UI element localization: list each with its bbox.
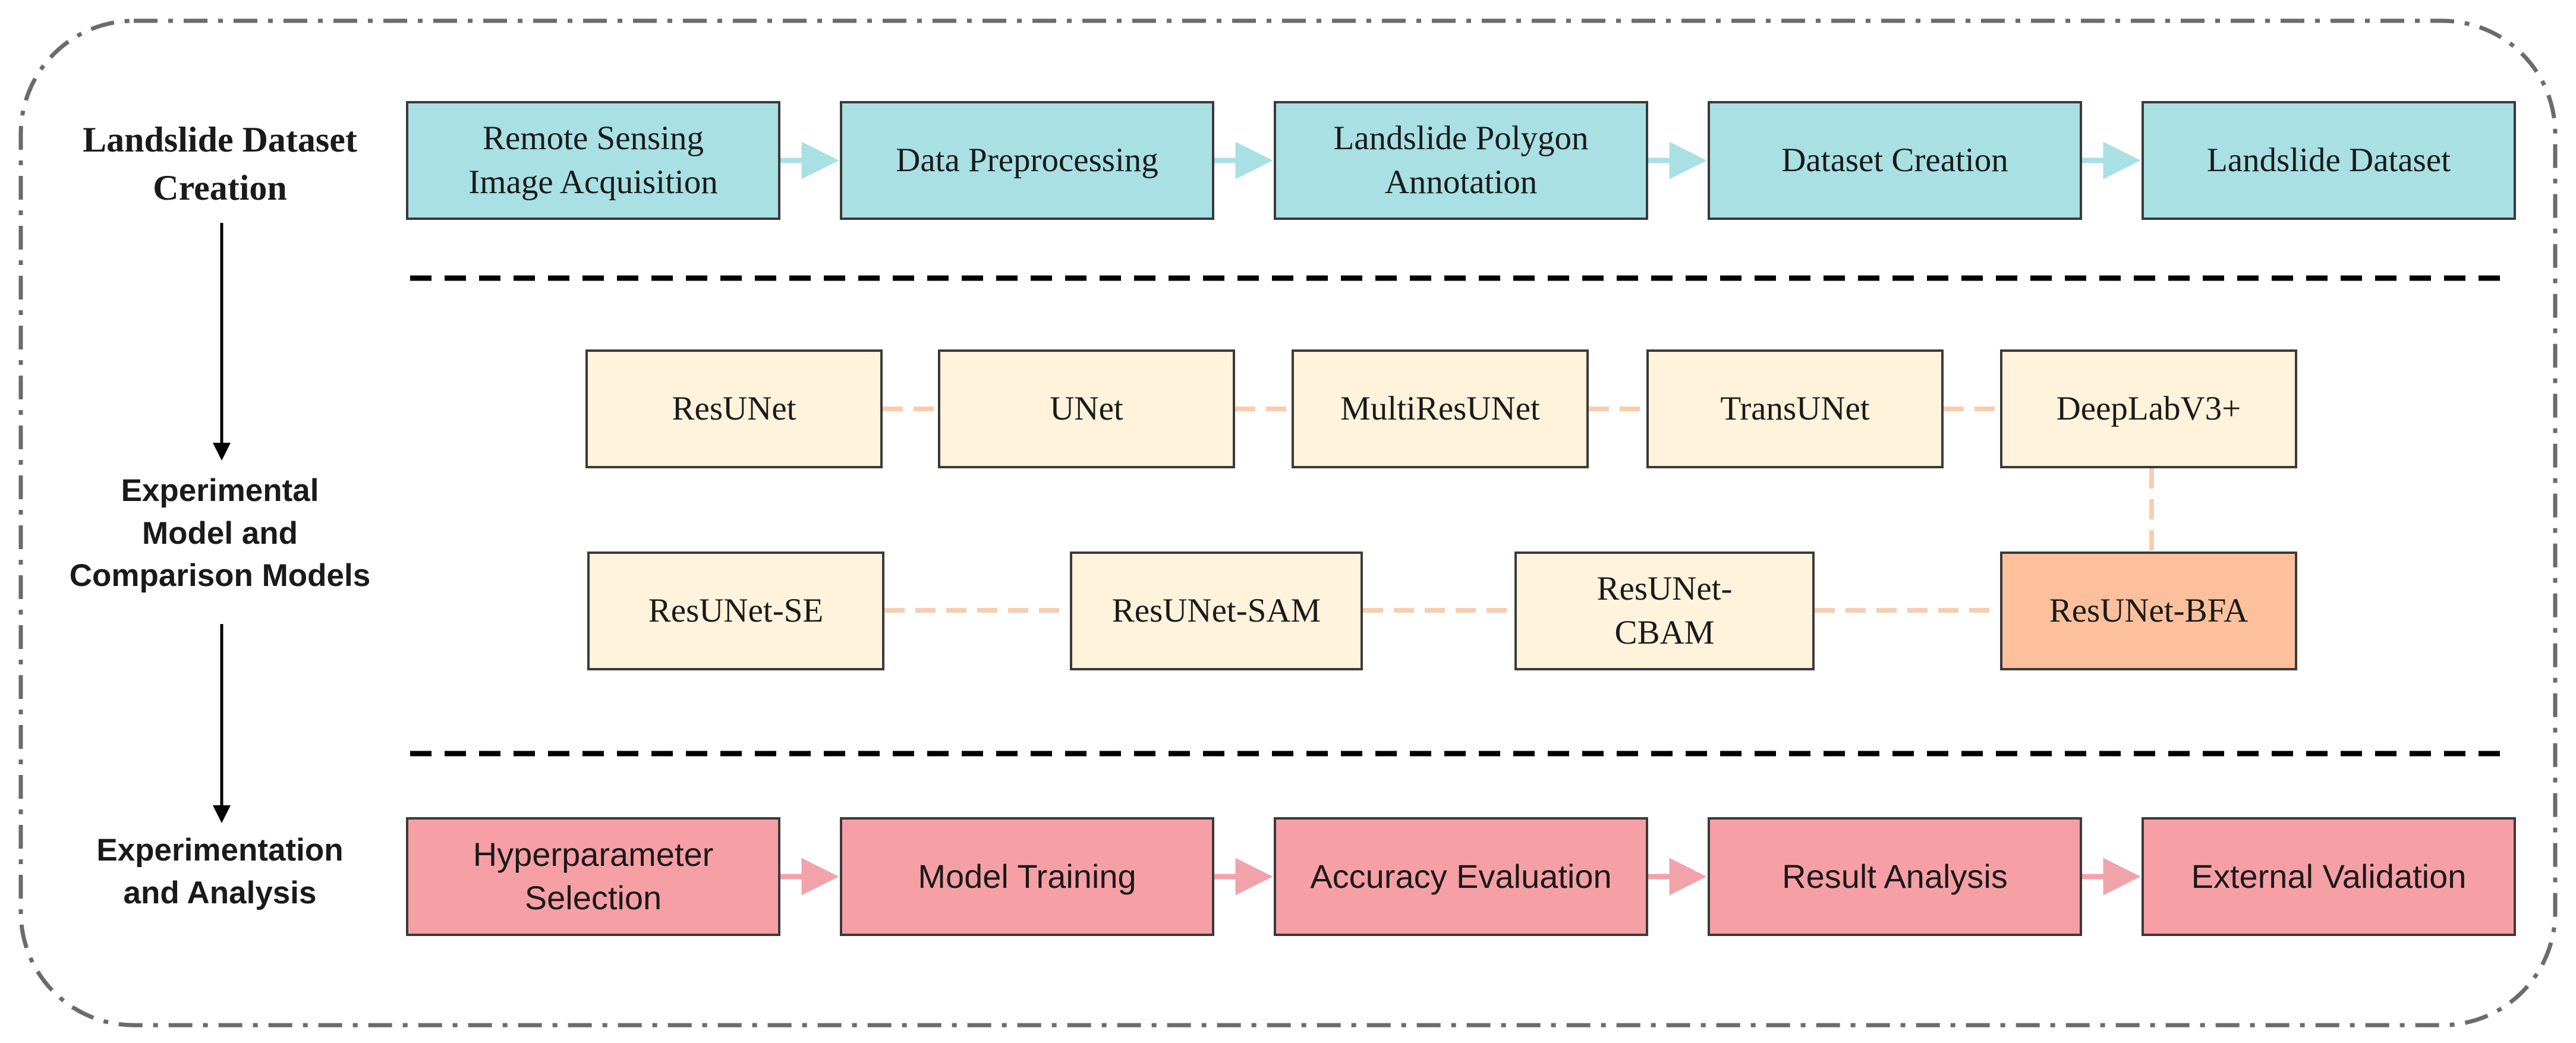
model-label: MultiResUNet: [1340, 389, 1540, 427]
dataset-step-label: Remote Sensing Image Acquisition: [468, 119, 718, 201]
model-label: UNet: [1050, 389, 1123, 427]
model-unet: UNet: [938, 349, 1235, 468]
model-label: ResUNet-BFA: [2049, 591, 2249, 629]
dataset-step-label: Landslide Dataset: [2207, 141, 2451, 179]
model-label: ResUNet: [672, 389, 796, 427]
dataset-step-image-acquisition: Remote Sensing Image Acquisition: [406, 101, 780, 220]
dataset-step-preprocessing: Data Preprocessing: [840, 101, 1214, 220]
dataset-step-label: Dataset Creation: [1781, 141, 2008, 179]
model-resunet: ResUNet: [585, 349, 883, 468]
dataset-step-creation: Dataset Creation: [1708, 101, 2082, 220]
model-deeplabv3plus: DeepLabV3+: [2000, 349, 2297, 468]
stage-label-models: Experimental Model and Comparison Models: [69, 473, 371, 594]
model-resunet-se: ResUNet-SE: [587, 552, 884, 670]
experiment-step-training: Model Training: [840, 817, 1214, 936]
experiment-step-hyperparameter: Hyperparameter Selection: [406, 817, 780, 936]
experiment-step-accuracy: Accuracy Evaluation: [1274, 817, 1648, 936]
model-resunet-sam: ResUNet-SAM: [1070, 552, 1363, 670]
experiment-step-label: External Validation: [2191, 857, 2467, 895]
dataset-step-annotation: Landslide Polygon Annotation: [1274, 101, 1648, 220]
experiment-step-label: Result Analysis: [1782, 857, 2008, 895]
dataset-step-label: Data Preprocessing: [896, 141, 1158, 179]
experiment-step-label: Hyperparameter Selection: [473, 836, 714, 916]
model-label: ResUNet-SAM: [1111, 591, 1321, 629]
experiment-step-label: Accuracy Evaluation: [1310, 857, 1612, 895]
outer-frame: [18, 18, 2558, 1028]
model-transunet: TransUNet: [1646, 349, 1944, 468]
model-resunet-cbam: ResUNet- CBAM: [1514, 552, 1815, 670]
stage-label-experiment: Experimentation and Analysis: [96, 833, 344, 910]
model-label: ResUNet-SE: [648, 591, 824, 629]
dataset-step-output: Landslide Dataset: [2142, 101, 2516, 220]
experiment-step-label: Model Training: [918, 857, 1136, 895]
model-resunet-bfa: ResUNet-BFA: [2000, 552, 2297, 670]
stage-label-dataset: Landslide Dataset Creation: [83, 120, 357, 207]
dataset-step-label: Landslide Polygon Annotation: [1333, 119, 1589, 201]
model-multiresunet: MultiResUNet: [1292, 349, 1589, 468]
model-label: TransUNet: [1720, 389, 1870, 427]
model-label: ResUNet- CBAM: [1596, 569, 1733, 651]
model-label: DeepLabV3+: [2056, 389, 2241, 427]
experiment-step-validation: External Validation: [2142, 817, 2516, 936]
experiment-step-analysis: Result Analysis: [1708, 817, 2082, 936]
